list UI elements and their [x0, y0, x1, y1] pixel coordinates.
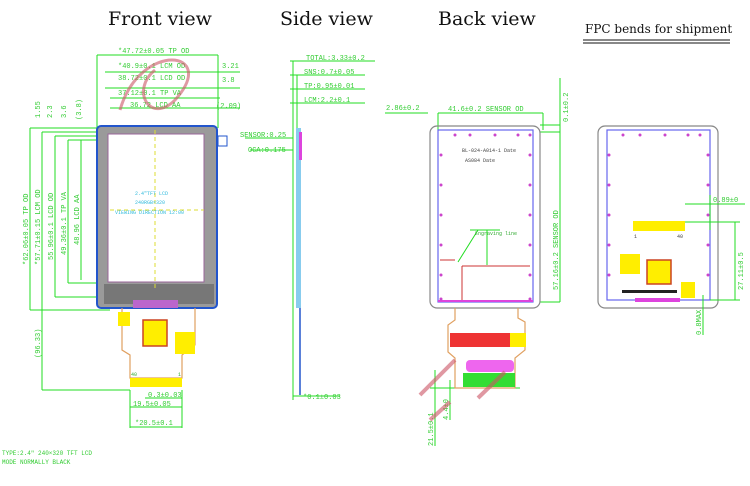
front-view: *47.72±0.05 TP OD *40.9±0.1 LCM OD 38.72…: [2, 48, 241, 466]
note-mode: MODE NORMALLY BLACK: [2, 459, 71, 466]
dim-fpc-pins-width: 19.5±0.05: [133, 401, 171, 409]
dim-tp-od-width: *47.72±0.05 TP OD: [118, 48, 189, 56]
dim-tp-thickness: TP:0.95±0.01: [304, 83, 354, 91]
dim-total-thickness: TOTAL:3.33±0.2: [306, 55, 365, 63]
viewing-direction-label: VIEWING DIRECTION 12:00: [115, 210, 184, 216]
dim-overall-height: (96.33): [35, 329, 43, 358]
dim-lcm-od-height: *57.71±0.15 LCM OD: [35, 189, 43, 265]
sensor-part-label: AS084 Date: [465, 158, 495, 164]
dim-right-1: 3.21: [222, 63, 239, 71]
dim-back-fpc-length: 21.5±0.1: [428, 412, 436, 446]
dim-back-fpc-offset: 4.4±0: [443, 399, 451, 420]
backlight-part-label: BL-024-A014-1 Date: [462, 148, 516, 154]
side-view-title: Side view: [280, 8, 374, 30]
dim-tp-va-width: 37.12±0.1 TP VA: [118, 90, 182, 98]
dim-lcd-aa-width: 36.72 LCD AA: [130, 102, 181, 110]
dim-fpc-bent-max: 0.8MAX: [696, 309, 704, 335]
dim-back-top-offset: 0.1±0.2: [563, 93, 571, 122]
oca-layer-label: OCA:0.175: [248, 147, 286, 155]
dim-tp-va-height: 49.36±0.1 TP VA: [61, 191, 69, 255]
dim-left-small-2: 2.3: [47, 105, 55, 118]
dim-fpc-thickness: *0.1±0.03: [303, 394, 341, 402]
fpc-bent-pin-1: 1: [634, 234, 637, 240]
back-view: 2.86±0.2 41.6±0.2 SENSOR OD 0.1±0.2 57.1…: [385, 78, 571, 446]
dim-sensor-od-height: 57.16±0.2 SENSOR OD: [553, 210, 561, 290]
fpc-bent-pin-40: 40: [677, 234, 683, 240]
dim-fpc-bent-offset: 0.89±0: [713, 197, 738, 205]
dim-left-small-4: (3.8): [76, 99, 84, 120]
dim-lcd-od-height: 55.96±0.1 LCD OD: [48, 193, 56, 260]
dim-left-small-1: 1.55: [35, 101, 43, 118]
dim-sensor-thickness: SNS:0.7±0.05: [304, 69, 354, 77]
lcd-resolution-label: 240RGB×320: [135, 200, 165, 206]
dim-fpc-pitch: 0.3±0.03: [148, 392, 182, 400]
sensor-layer-label: SENSOR:0.25: [240, 132, 286, 140]
note-type: TYPE:2.4" 240×320 TFT LCD: [2, 450, 92, 457]
fpc-bent-view: 1 40 0.89±0 27.11±0.5 0.8MAX: [597, 125, 746, 335]
dim-right-3: (2.09): [216, 103, 241, 111]
dim-right-2: 3.8: [222, 77, 235, 85]
dim-sensor-od-width: 41.6±0.2 SENSOR OD: [448, 106, 524, 114]
dim-fpc-width: *20.5±0.1: [135, 420, 173, 428]
dim-tp-od-height: *62.06±0.05 TP OD: [23, 194, 31, 265]
lcd-type-label: 2.4"TFT LCD: [135, 191, 168, 197]
dim-lcd-aa-height: 48.96 LCD AA: [74, 194, 82, 245]
front-view-title: Front view: [108, 8, 213, 30]
dim-back-offset: 2.86±0.2: [386, 105, 420, 113]
dim-fpc-bent-length: 27.11±0.5: [738, 252, 746, 290]
engraving-line-label: Engraving line: [475, 231, 517, 237]
back-view-title: Back view: [438, 8, 537, 30]
fpc-pin-40: 40: [131, 372, 137, 378]
dim-lcm-thickness: LCM:2.2±0.1: [304, 97, 350, 105]
side-view: TOTAL:3.33±0.2 SNS:0.7±0.05 TP:0.95±0.01…: [240, 55, 375, 402]
dim-lcd-od-width: 38.72±0.1 LCD OD: [118, 75, 185, 83]
fpc-view-title: FPC bends for shipment: [585, 22, 732, 36]
fpc-pin-1: 1: [178, 372, 181, 378]
dim-left-small-3: 3.6: [61, 105, 69, 118]
